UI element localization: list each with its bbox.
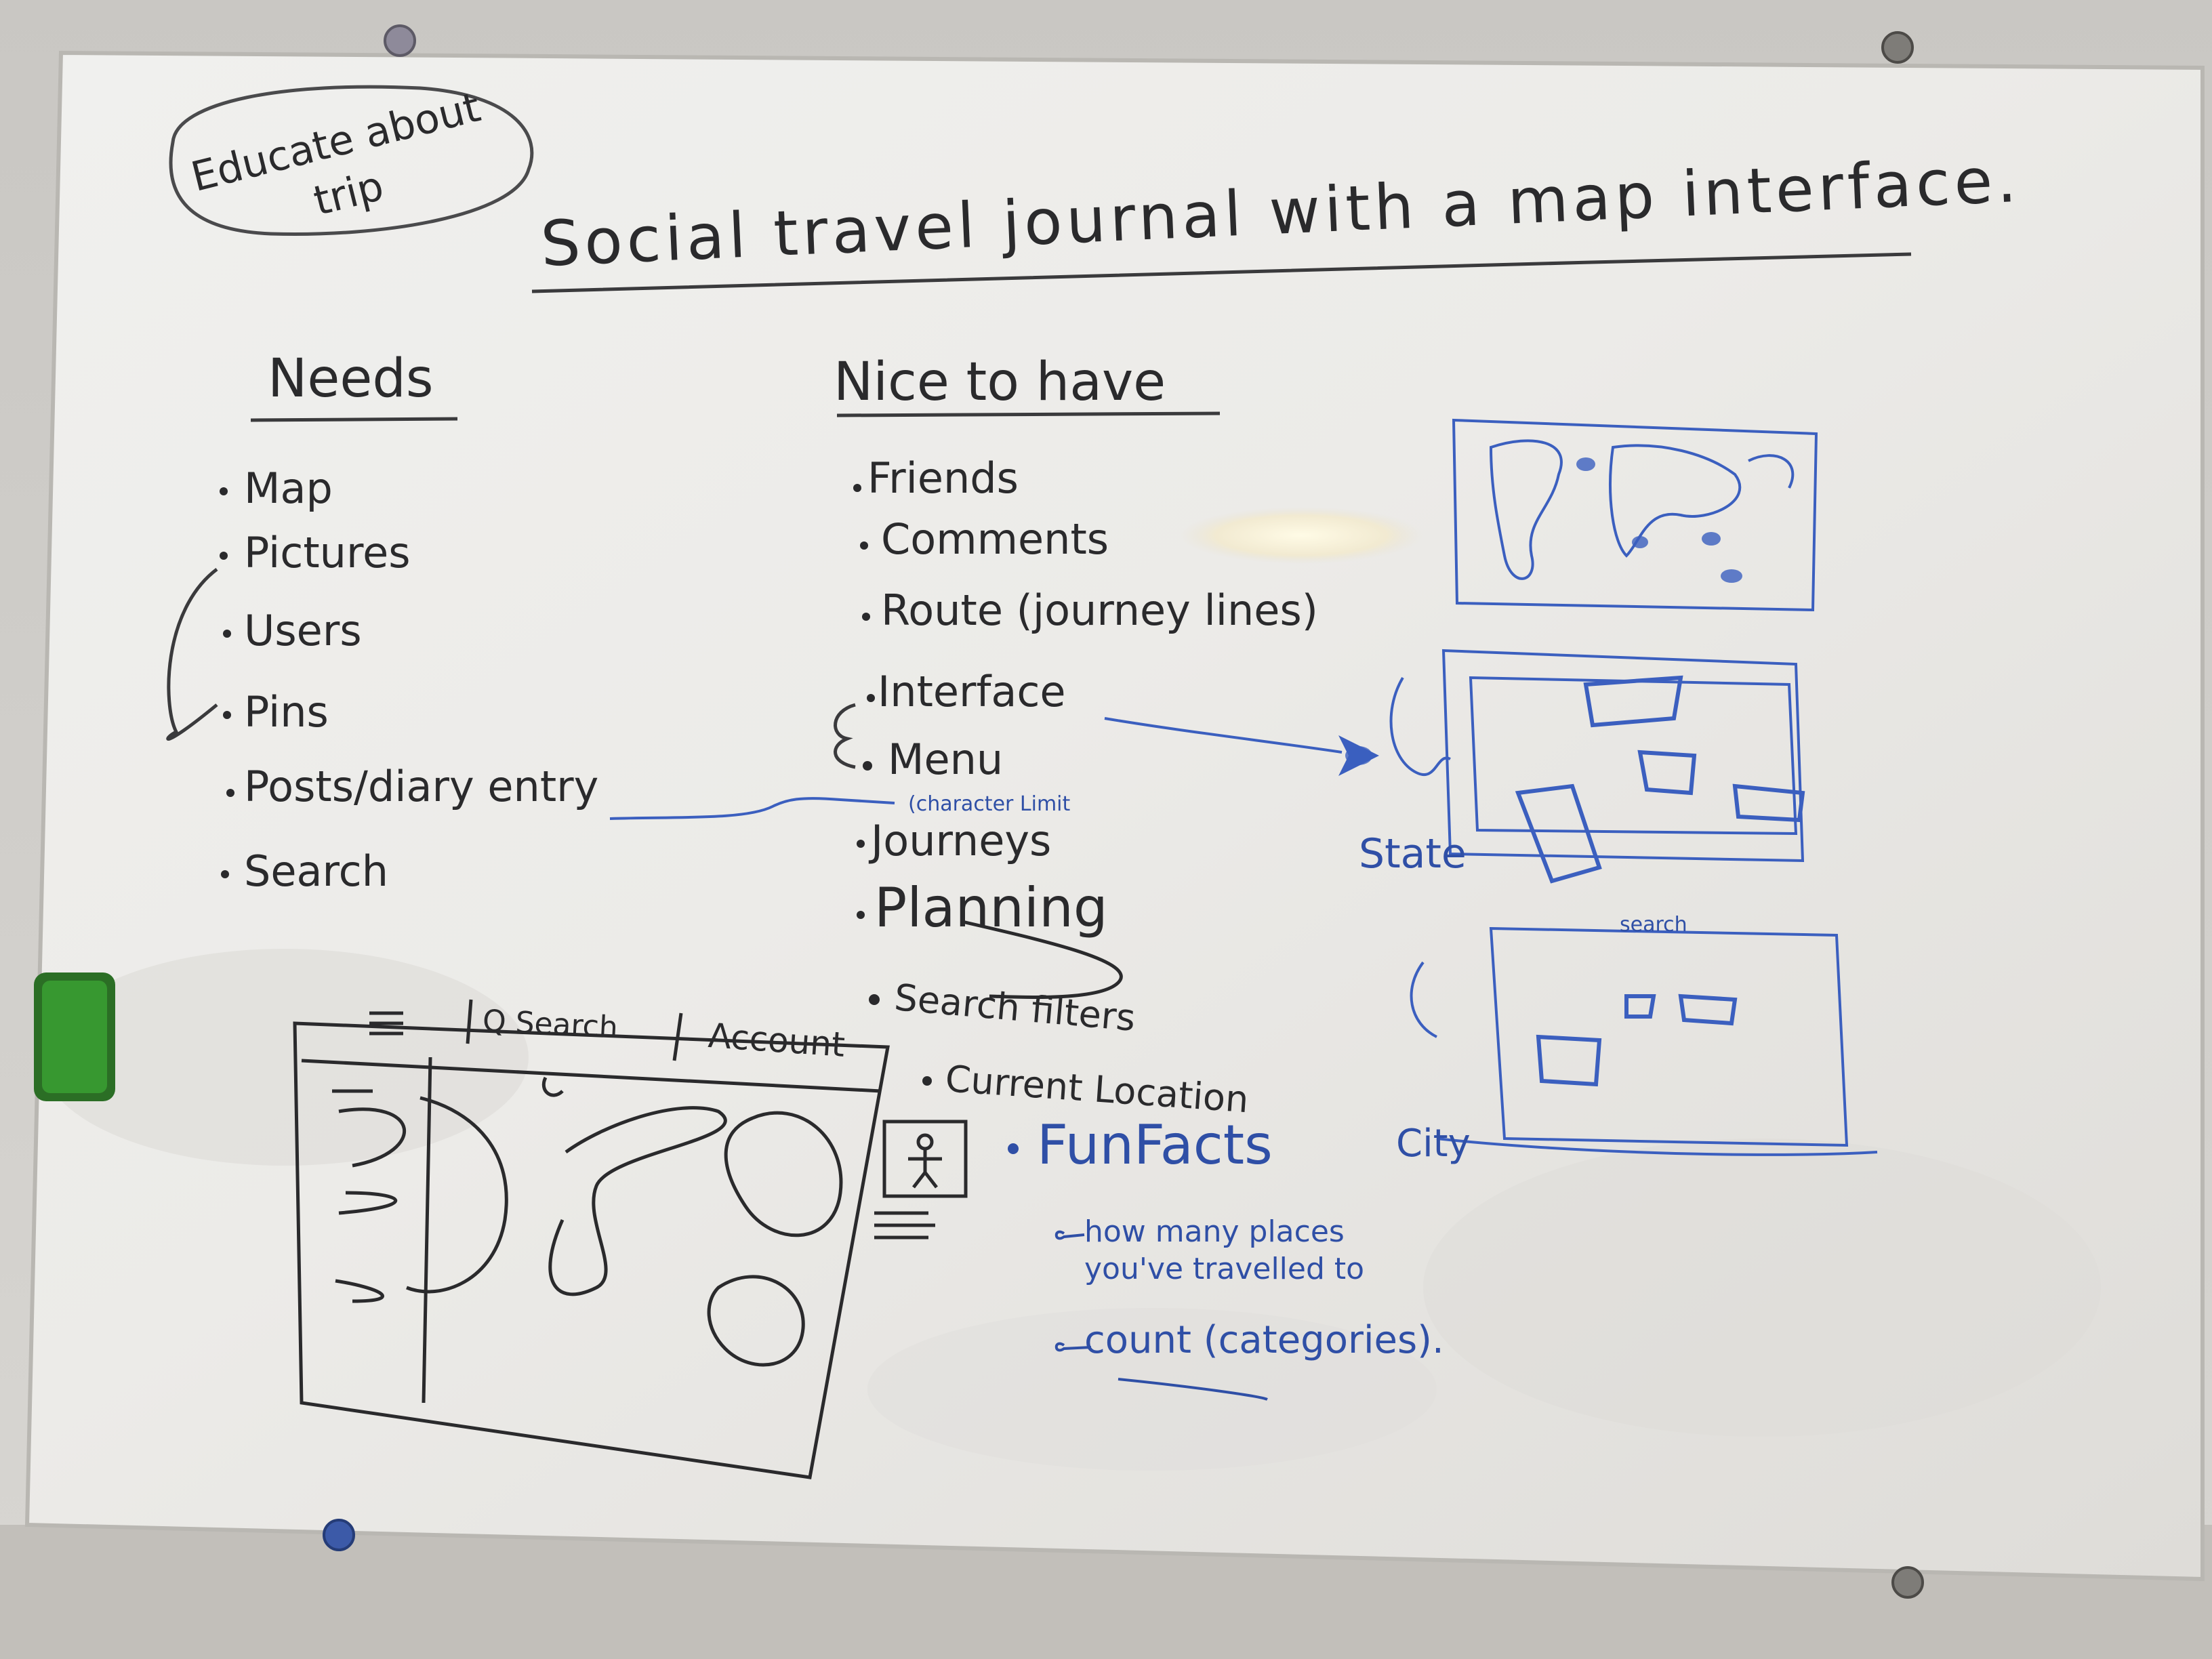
blue-search-label: search — [1620, 913, 1687, 937]
nice-item: Interface — [878, 667, 1066, 716]
needs-item: Posts/diary entry — [244, 762, 599, 811]
needs-item: Map — [244, 464, 333, 513]
needs-bullets — [220, 487, 234, 878]
needs-heading: Needs — [268, 348, 434, 409]
planning-scribble — [962, 920, 1123, 1000]
interface-to-sketch-arrow — [1104, 717, 1343, 754]
nice-bullets — [853, 484, 932, 1086]
posts-to-menu-arrow — [609, 797, 895, 820]
nice-item: Planning — [874, 876, 1108, 939]
nice-item: Friends — [867, 453, 1019, 503]
wireframe-search-tab: Q Search — [481, 1003, 619, 1046]
mount-pins — [323, 24, 1924, 1599]
blue-city-label: City — [1396, 1122, 1471, 1166]
blue-map-regions — [1515, 675, 1805, 1087]
nice-underline — [836, 411, 1221, 417]
needs-item: Pictures — [244, 528, 411, 577]
needs-underline — [250, 417, 458, 422]
needs-bracket — [166, 568, 218, 741]
fun-facts-label: FunFacts — [1037, 1113, 1273, 1176]
wireframe-sketch — [293, 999, 890, 1479]
nice-heading: Nice to have — [834, 352, 1166, 413]
blue-map-sketch — [1389, 418, 1878, 1156]
fun-facts-icon — [874, 1120, 968, 1240]
fun-facts-sub2: count (categories). — [1084, 1318, 1444, 1362]
nice-item: Route (journey lines) — [881, 586, 1318, 635]
needs-item: Users — [244, 606, 362, 655]
nice-bracket — [834, 703, 856, 769]
educate-bubble — [169, 85, 534, 236]
needs-item: Pins — [244, 687, 329, 737]
menu-note: (character Limit — [908, 792, 1071, 816]
fun-facts-sub1: how many places you've travelled to — [1084, 1214, 1365, 1286]
wireframe-account-tab: Account — [707, 1016, 846, 1065]
nice-item: Journeys — [871, 816, 1052, 865]
green-eraser — [34, 972, 115, 1101]
nice-item: Comments — [881, 514, 1109, 564]
title-underline — [531, 252, 1912, 293]
blue-state-label: State — [1359, 830, 1467, 878]
nice-item: Menu — [888, 735, 1004, 784]
needs-item: Search — [244, 846, 389, 896]
light-glare — [1179, 507, 1423, 564]
blue-map-hatching — [1345, 457, 1742, 765]
